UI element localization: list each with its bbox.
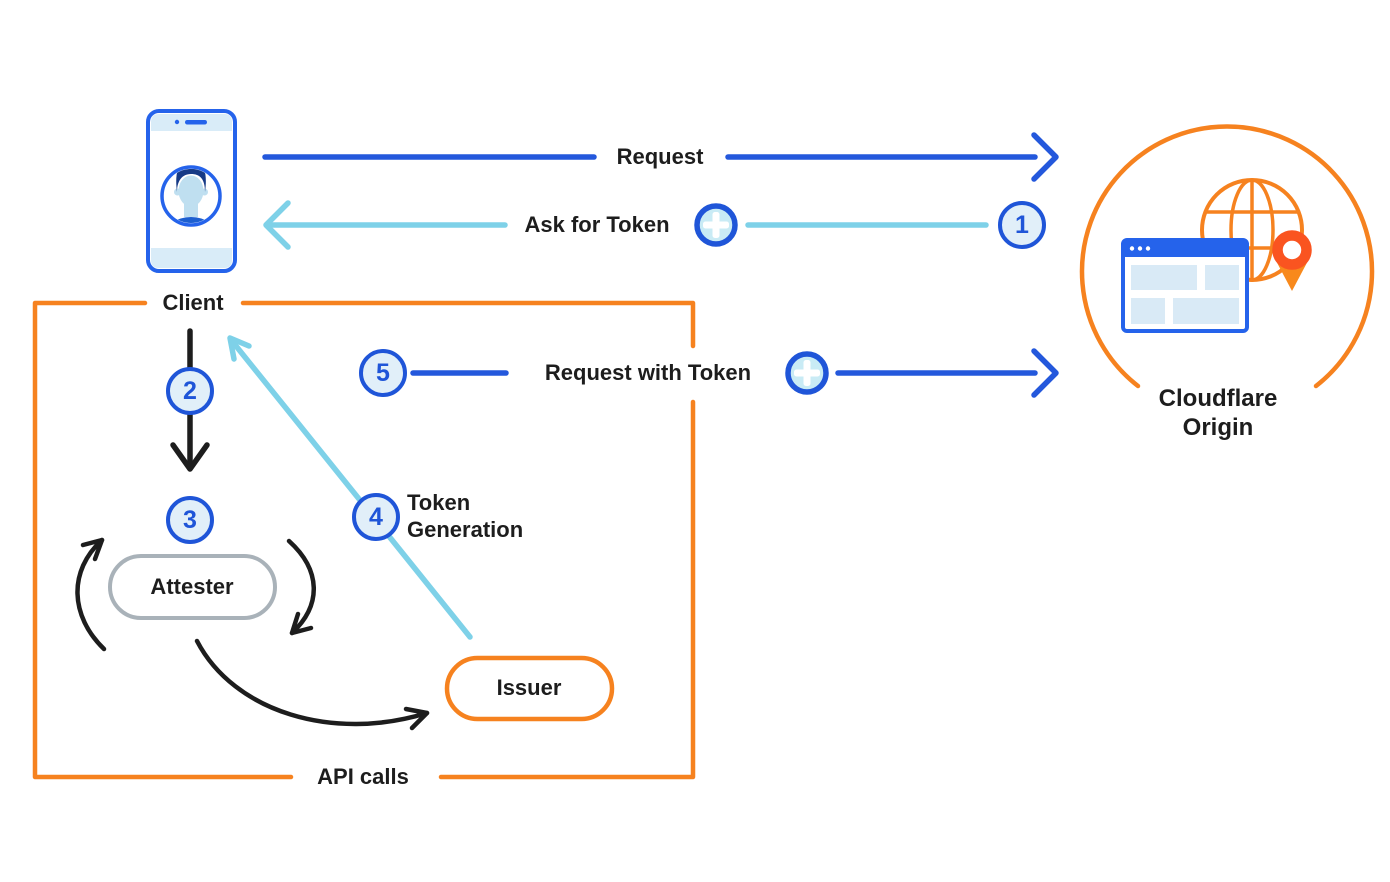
api-calls-box [32,300,696,780]
globe-icon [1200,178,1304,282]
token-generation-label: Token Generation [407,490,524,542]
step-badge-2: 2 [166,367,214,415]
request-with-token-arrow [410,348,1059,398]
step-badge-4: 4 [352,493,400,541]
token-icon [785,351,829,395]
cloudflare-origin-node [1079,124,1375,389]
client-label: Client [155,290,231,316]
token-generation-arrow [227,335,473,640]
attester-loop-left-arrow [75,537,107,652]
step-badge-3: 3 [166,496,214,544]
ask-for-token-arrow [263,200,989,250]
request-with-token-label: Request with Token [537,360,759,386]
request-arrow [262,132,1059,182]
attester-loop-right-arrow [286,538,316,636]
token-icon [694,203,738,247]
attester-to-issuer-arrow [194,638,430,731]
cloudflare-origin-label: Cloudflare Origin [1158,385,1278,441]
browser-window-icon [1121,238,1249,333]
ask-for-token-label: Ask for Token [517,212,677,238]
user-avatar-icon [160,165,222,227]
issuer-node [444,655,615,722]
location-pin-icon [1272,230,1312,291]
phone-icon [146,109,237,273]
request-label: Request [609,144,711,170]
api-calls-label: API calls [310,764,416,790]
step-badge-1: 1 [998,201,1046,249]
issuer-label: Issuer [496,675,562,700]
step-badge-5: 5 [359,349,407,397]
attester-label: Attester [150,574,234,599]
attester-node [108,554,277,620]
